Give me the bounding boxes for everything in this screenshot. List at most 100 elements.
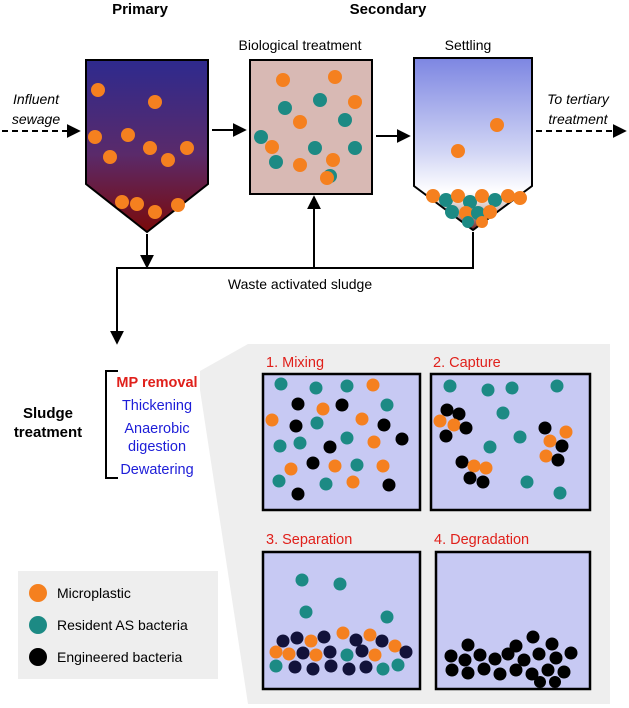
legend-engineered-swatch xyxy=(29,648,47,666)
microplastic-particle xyxy=(475,189,489,203)
microplastic-particle xyxy=(366,378,380,392)
engineered-bacteria-particle xyxy=(545,637,559,651)
legend-resident-swatch xyxy=(29,616,47,634)
microplastic-particle xyxy=(88,130,102,144)
header-secondary: Secondary xyxy=(350,1,427,18)
engineered-bacteria-particle xyxy=(541,663,555,677)
microplastic-particle xyxy=(451,144,465,158)
step-dewatering: Dewatering xyxy=(120,462,193,478)
resident-bacteria-particle xyxy=(445,205,459,219)
microplastic-particle xyxy=(148,205,162,219)
engineered-bacteria-particle xyxy=(317,630,331,644)
resident-bacteria-particle xyxy=(340,648,354,662)
microplastic-particle xyxy=(559,425,573,439)
engineered-bacteria-particle xyxy=(395,432,409,446)
engineered-bacteria-particle xyxy=(534,676,546,688)
engineered-bacteria-particle xyxy=(549,676,561,688)
resident-bacteria-particle xyxy=(483,440,497,454)
engineered-bacteria-particle xyxy=(463,471,477,485)
engineered-bacteria-particle xyxy=(324,659,338,673)
resident-bacteria-particle xyxy=(254,130,268,144)
microplastic-particle xyxy=(336,626,350,640)
engineered-bacteria-particle xyxy=(532,647,546,661)
primary-particles xyxy=(88,83,194,219)
panel-degradation-title: 4. Degradation xyxy=(434,532,529,548)
engineered-bacteria-particle xyxy=(458,653,472,667)
microplastic-particle xyxy=(326,153,340,167)
microplastic-particle xyxy=(121,128,135,142)
microplastic-particle xyxy=(171,198,185,212)
engineered-bacteria-particle xyxy=(509,639,523,653)
engineered-bacteria-particle xyxy=(306,662,320,676)
panel-capture-title: 2. Capture xyxy=(433,355,501,371)
microplastic-particle xyxy=(143,141,157,155)
engineered-bacteria-particle xyxy=(335,398,349,412)
engineered-bacteria-particle xyxy=(493,667,507,681)
microplastic-particle xyxy=(367,435,381,449)
microplastic-particle xyxy=(293,115,307,129)
engineered-bacteria-particle xyxy=(289,419,303,433)
engineered-bacteria-particle xyxy=(290,631,304,645)
engineered-bacteria-particle xyxy=(452,407,466,421)
engineered-bacteria-particle xyxy=(342,662,356,676)
engineered-bacteria-particle xyxy=(473,648,487,662)
engineered-bacteria-particle xyxy=(555,439,569,453)
sludge-treatment-label-line1: Sludge xyxy=(23,405,73,422)
resident-bacteria-particle xyxy=(520,475,534,489)
engineered-bacteria-particle xyxy=(296,646,310,660)
engineered-bacteria-particle xyxy=(439,429,453,443)
microplastic-particle xyxy=(447,418,461,432)
panel-separation-title: 3. Separation xyxy=(266,532,352,548)
settling-label: Settling xyxy=(445,37,492,53)
engineered-bacteria-particle xyxy=(477,662,491,676)
step-thickening: Thickening xyxy=(122,398,192,414)
resident-bacteria-particle xyxy=(348,141,362,155)
bio-treatment-label: Biological treatment xyxy=(239,37,362,53)
step-mp-removal: MP removal xyxy=(116,375,197,391)
degradation-particles xyxy=(444,630,578,688)
microplastic-particle xyxy=(355,412,369,426)
engineered-bacteria-particle xyxy=(288,660,302,674)
resident-bacteria-particle xyxy=(293,436,307,450)
engineered-bacteria-particle xyxy=(564,646,578,660)
microplastic-particle xyxy=(363,628,377,642)
microplastic-particle xyxy=(115,195,129,209)
resident-bacteria-particle xyxy=(481,383,495,397)
engineered-bacteria-particle xyxy=(291,487,305,501)
engineered-bacteria-particle xyxy=(375,634,389,648)
resident-bacteria-particle xyxy=(380,610,394,624)
engineered-bacteria-particle xyxy=(517,653,531,667)
step-anaerobic-line1: Anaerobic xyxy=(124,421,189,437)
microplastic-particle xyxy=(103,150,117,164)
panel-mixing-title: 1. Mixing xyxy=(266,355,324,371)
resident-bacteria-particle xyxy=(319,477,333,491)
engineered-bacteria-particle xyxy=(445,663,459,677)
engineered-bacteria-particle xyxy=(323,440,337,454)
resident-bacteria-particle xyxy=(299,605,313,619)
engineered-bacteria-particle xyxy=(501,647,515,661)
engineered-bacteria-particle xyxy=(323,645,337,659)
microplastic-particle xyxy=(479,461,493,475)
resident-bacteria-particle xyxy=(550,379,564,393)
microplastic-particle xyxy=(388,639,402,653)
microplastic-particle xyxy=(180,141,194,155)
separation-particles xyxy=(269,573,413,676)
microplastic-particle xyxy=(451,189,465,203)
microplastic-particle xyxy=(269,645,283,659)
resident-bacteria-particle xyxy=(391,658,405,672)
microplastic-particle xyxy=(483,205,497,219)
legend-box xyxy=(18,571,218,679)
microplastic-particle xyxy=(328,70,342,84)
microplastic-particle xyxy=(161,153,175,167)
resident-bacteria-particle xyxy=(380,398,394,412)
legend-microplastic-swatch xyxy=(29,584,47,602)
microplastic-particle xyxy=(265,140,279,154)
microplastic-particle xyxy=(467,459,481,473)
resident-bacteria-particle xyxy=(513,430,527,444)
resident-bacteria-particle xyxy=(338,113,352,127)
microplastic-particle xyxy=(91,83,105,97)
resident-bacteria-particle xyxy=(463,195,477,209)
engineered-bacteria-particle xyxy=(377,418,391,432)
sludge-treatment-label-line2: treatment xyxy=(14,424,82,441)
resident-bacteria-particle xyxy=(496,406,510,420)
